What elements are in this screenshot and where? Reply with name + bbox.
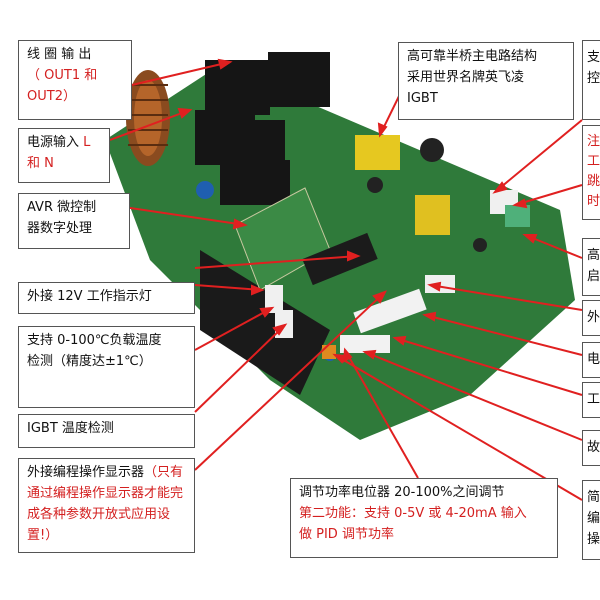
callout-text-highlight: 工 [587,154,600,169]
callout-text: 简 [587,490,600,505]
callout-text-highlight: 第二功能：支持 0-5V 或 4-20mA 输入 [299,506,527,521]
callout-coil-output: 线 圈 输 出 （ OUT1 和 OUT2） [18,40,132,120]
callout-right-1: 支 控 [582,40,600,120]
avr-chip [302,232,378,286]
callout-text: IGBT 温度检测 [27,421,114,436]
callout-text: 启 [587,269,600,284]
callout-text: 电 [587,352,600,367]
callout-text: 操 [587,532,600,547]
callout-text-highlight: 注 [587,134,600,149]
potentiometer-knob [322,345,336,359]
callout-text: 故 [587,440,600,455]
callout-text: 控 [587,71,600,86]
capacitor [420,138,444,162]
callout-temp-detect: 支持 0-100℃负载温度 检测（精度达±1℃） [18,326,195,408]
callout-text: 外接 12V 工作指示灯 [27,289,152,304]
callout-text: 外接编程操作显示器 [27,465,145,480]
callout-text-highlight: （只有通过编程操作显示器才能完成各种参数开放式应用设置!） [27,465,184,543]
callout-text: 工 [587,392,600,407]
capacitor [473,238,487,252]
capacitor [196,181,214,199]
callout-right-2: 注 工 跳 时 [582,125,600,220]
callout-text-highlight: 跳 [587,174,600,189]
callout-bridge: 高可靠半桥主电路结构 采用世界名牌英飞凌 IGBT [398,42,574,120]
copper-coil [126,70,170,166]
callout-text: 器数字处理 [27,221,93,236]
callout-text-highlight: 做 PID 调节功率 [299,527,394,542]
callout-text: 线 圈 输 出 [27,47,92,62]
callout-right-3: 高 启 [582,238,600,296]
callout-text: 电源输入 [27,135,80,150]
callout-text: 支持 0-100℃负载温度 [27,333,162,348]
leader-lines [109,58,583,501]
callout-right-4: 外 [582,300,600,336]
callout-indicator: 外接 12V 工作指示灯 [18,282,195,314]
callout-text-highlight: 时 [587,194,600,209]
callout-text-highlight: （ OUT1 和 [27,68,98,83]
terminal-blocks [195,52,330,205]
callout-text-highlight: OUT2） [27,89,76,104]
callout-potentiometer: 调节功率电位器 20-100%之间调节 第二功能：支持 0-5V 或 4-20m… [290,478,558,558]
callout-text: 外 [587,310,600,325]
callout-text: 支 [587,50,600,65]
transformer-2 [415,195,450,235]
callout-text: 检测（精度达±1℃） [27,354,152,369]
callout-text: 调节功率电位器 20-100%之间调节 [299,485,505,500]
callout-power-input: 电源输入 L 和 N [18,128,110,183]
callout-text-highlight: 和 N [27,156,54,171]
callout-right-7: 故 [582,430,600,466]
callout-programmer: 外接编程操作显示器（只有通过编程操作显示器才能完成各种参数开放式应用设置!） [18,458,195,553]
callout-text: 编 [587,511,600,526]
pcb-shadow [200,250,330,395]
callout-text: IGBT [407,91,438,106]
callout-text: 高 [587,248,600,263]
callout-text: 高可靠半桥主电路结构 [407,49,538,64]
callout-igbt-temp: IGBT 温度检测 [18,414,195,448]
callout-text: 采用世界名牌英飞凌 [407,70,525,85]
callout-avr: AVR 微控制 器数字处理 [18,193,130,249]
callout-text-highlight: L [83,135,91,150]
transformer [355,135,400,170]
callout-right-8: 简 编 操 [582,480,600,560]
callout-right-6: 工 [582,382,600,418]
callout-right-5: 电 [582,342,600,378]
capacitor [367,177,383,193]
callout-text: AVR 微控制 [27,200,97,215]
